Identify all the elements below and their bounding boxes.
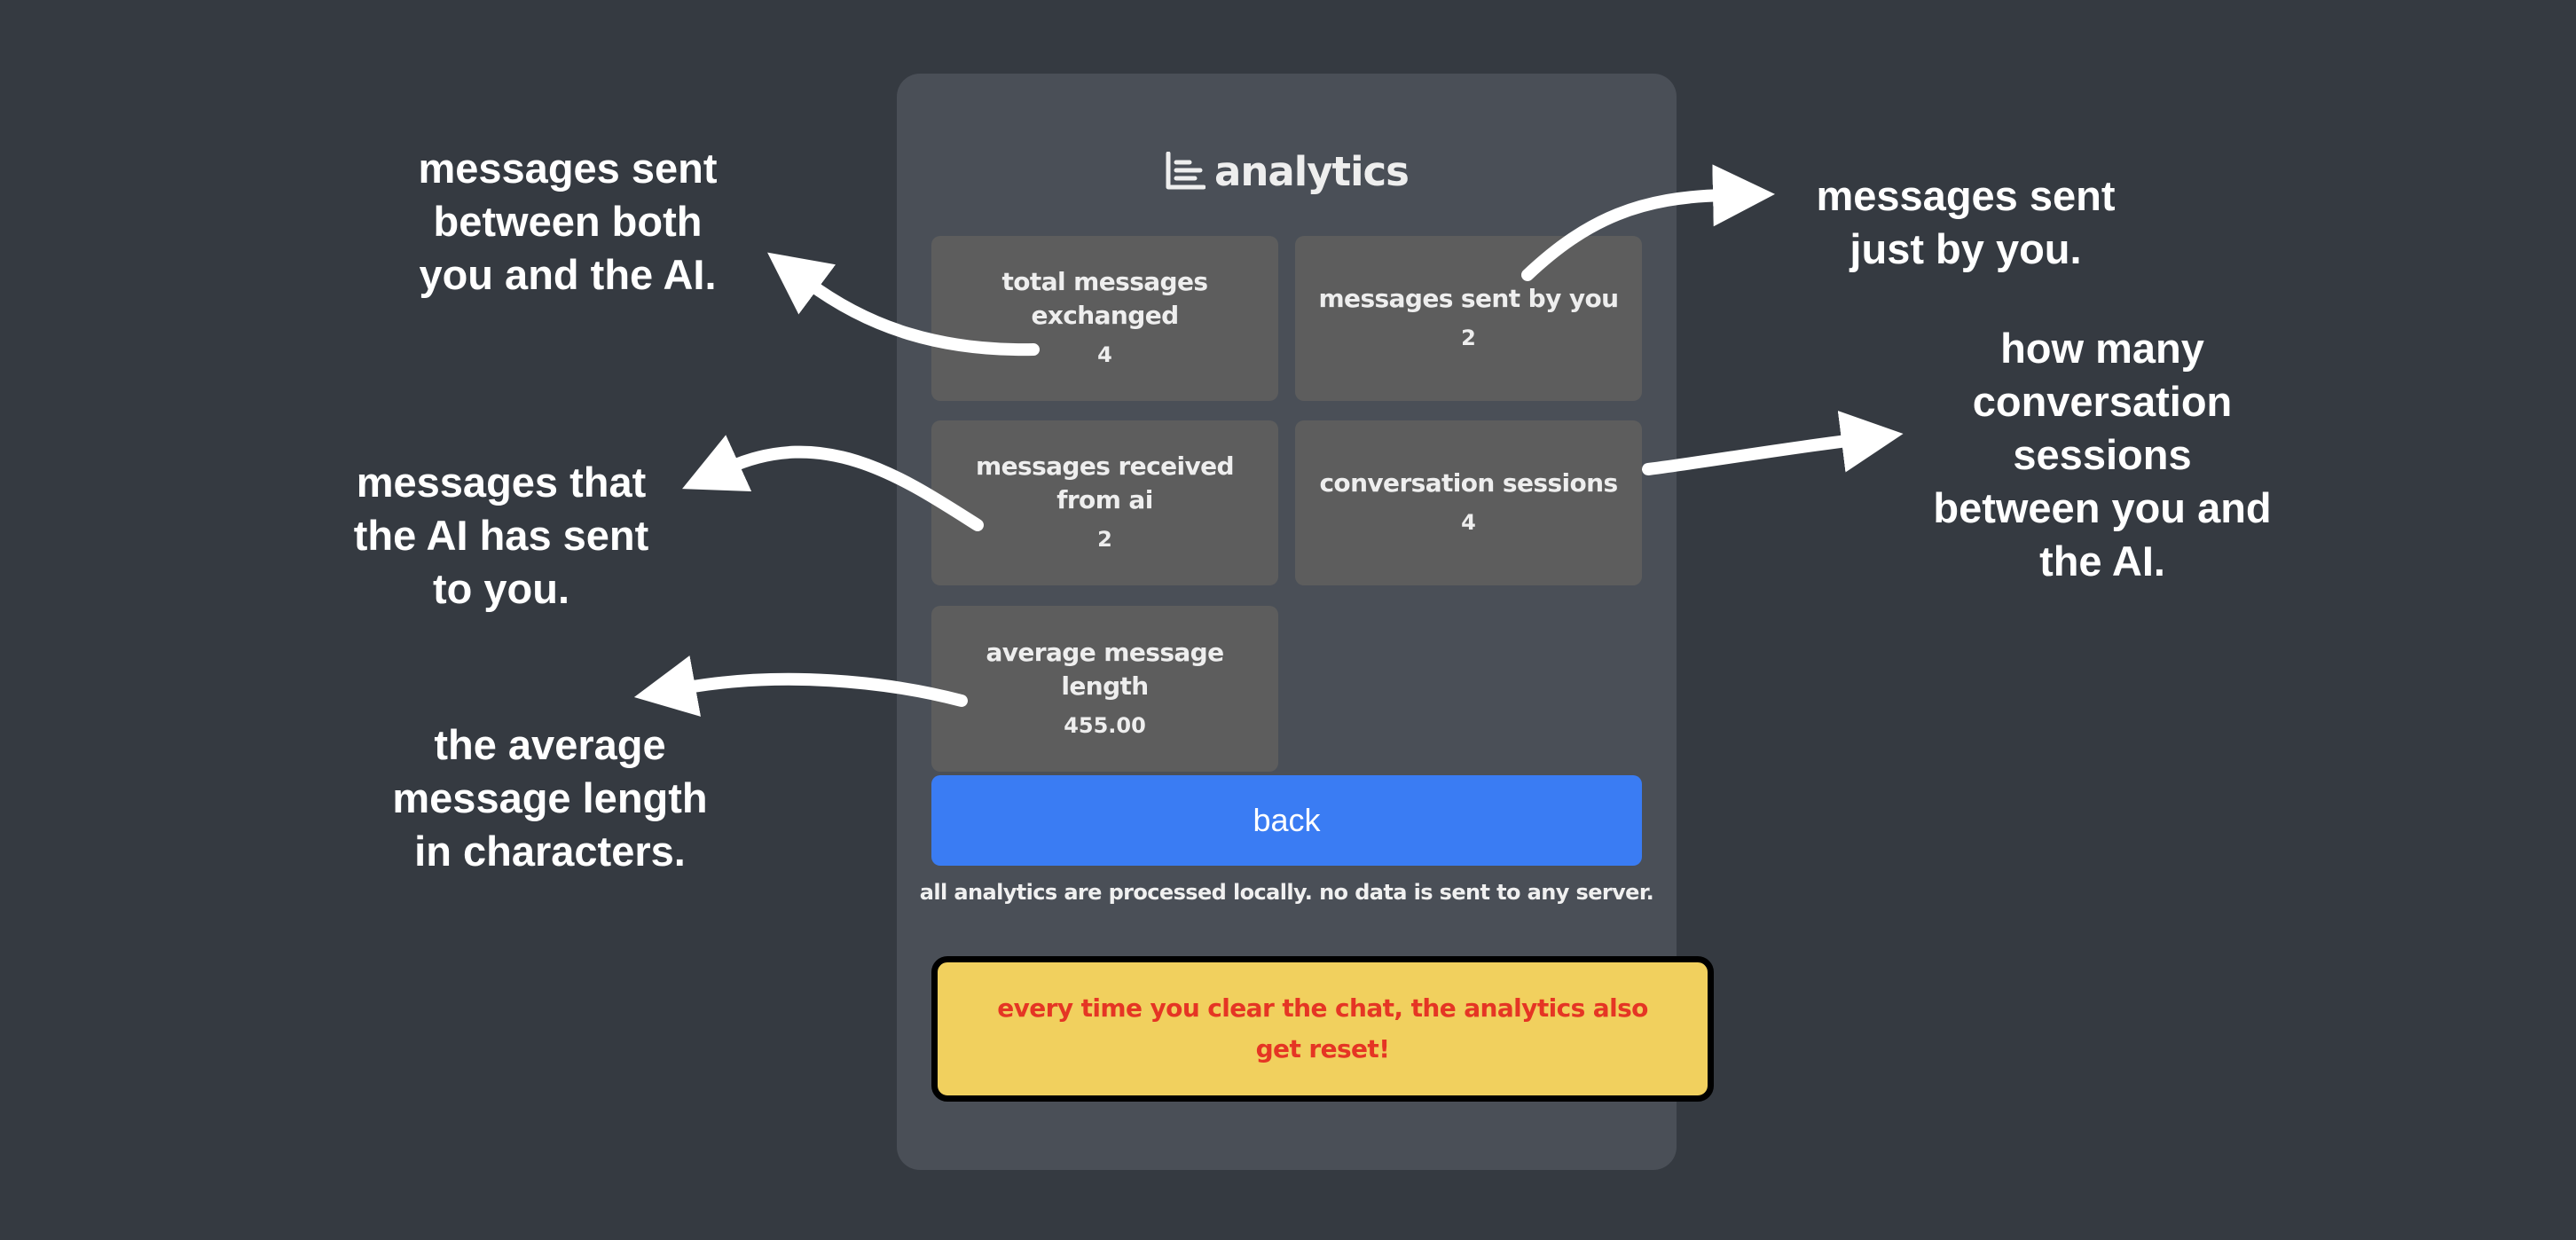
bar-chart-icon xyxy=(1165,152,1206,191)
annotation-line: how many xyxy=(2000,325,2204,372)
annotation-conversation-sessions: how many conversation sessions between y… xyxy=(1894,322,2311,588)
arrow-total-messages xyxy=(767,252,1040,357)
annotation-line: the average xyxy=(434,721,666,768)
annotation-line: to you. xyxy=(432,565,570,612)
privacy-note: all analytics are processed locally. no … xyxy=(919,880,1654,905)
stat-label: total messages exchanged xyxy=(1001,267,1209,330)
reset-warning: every time you clear the chat, the analy… xyxy=(931,956,1714,1102)
annotation-line: sessions xyxy=(2013,431,2192,478)
stat-value: 2 xyxy=(1461,326,1476,350)
stat-label: conversation sessions xyxy=(1319,468,1618,498)
annotation-line: messages sent xyxy=(418,145,718,192)
stat-card-total-messages: total messages exchanged 4 xyxy=(931,236,1278,401)
annotation-line: you and the AI. xyxy=(419,251,717,298)
arrow-messages-received xyxy=(682,435,984,531)
annotation-line: between both xyxy=(433,198,703,245)
annotation-total-messages: messages sent between both you and the A… xyxy=(373,142,763,302)
annotation-line: the AI has sent xyxy=(353,512,649,559)
stat-value: 4 xyxy=(1097,342,1112,367)
back-button[interactable]: back xyxy=(931,775,1642,866)
stat-card-conversation-sessions: conversation sessions 4 xyxy=(1295,420,1642,585)
stat-card-messages-received: messages received from ai 2 xyxy=(931,420,1278,585)
annotation-line: the AI. xyxy=(2039,538,2165,585)
analytics-title: analytics xyxy=(897,145,1677,198)
annotation-messages-received: messages that the AI has sent to you. xyxy=(306,456,696,616)
annotation-line: messages that xyxy=(356,459,647,506)
stat-label: average message length xyxy=(986,637,1224,701)
annotation-average-length: the average message length in characters… xyxy=(355,718,745,878)
annotation-line: message length xyxy=(392,774,708,821)
stat-value: 4 xyxy=(1461,510,1476,535)
analytics-title-text: analytics xyxy=(1214,147,1410,195)
annotation-line: messages sent xyxy=(1816,172,2116,219)
annotation-messages-sent: messages sent just by you. xyxy=(1771,169,2161,276)
annotation-line: between you and xyxy=(1933,484,2272,531)
stat-value: 2 xyxy=(1097,527,1112,552)
arrow-average-length xyxy=(633,655,968,717)
stat-value: 455.00 xyxy=(1064,712,1146,738)
annotation-line: conversation xyxy=(1972,378,2233,425)
annotation-line: in characters. xyxy=(414,828,686,875)
stat-card-average-length: average message length 455.00 xyxy=(931,606,1278,772)
arrow-messages-sent xyxy=(1521,164,1775,281)
stat-card-messages-sent: messages sent by you 2 xyxy=(1295,236,1642,401)
annotation-line: just by you. xyxy=(1850,225,2082,272)
stat-label: messages received from ai xyxy=(976,451,1235,514)
stat-label: messages sent by you xyxy=(1318,284,1619,313)
arrow-conversation-sessions xyxy=(1642,411,1904,475)
